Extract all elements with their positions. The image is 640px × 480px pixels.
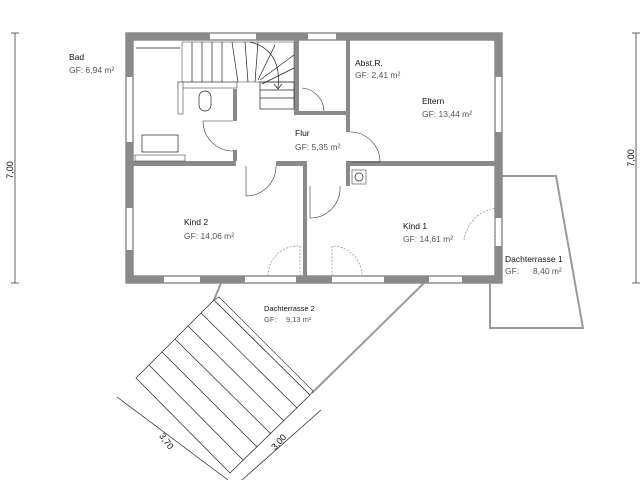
room-name: Bad	[69, 52, 84, 62]
room-dachterrasse-2: Dachterrasse 2 GF: 9,13 m²	[264, 304, 315, 324]
dachterrasse-1-outline	[489, 175, 585, 329]
room-dachterrasse-1: Dachterrasse 1 GF: 8,40 m²	[505, 254, 563, 276]
room-name: Flur	[295, 128, 310, 138]
dachterrasse-2-outline	[213, 282, 425, 394]
room-kind-2: Kind 2 GF: 14,06 m²	[184, 217, 234, 241]
outer-walls	[125, 32, 503, 284]
room-name: Dachterrasse 2	[264, 304, 315, 313]
interior-walls	[133, 40, 495, 276]
room-name: Eltern	[422, 96, 444, 106]
doors	[202, 87, 496, 277]
room-bad: Bad GF: 6,94 m²	[69, 52, 115, 75]
room-name: Abst.R.	[355, 58, 383, 68]
room-area: GF: 13,44 m²	[422, 109, 472, 119]
room-area: GF: 2,41 m²	[355, 70, 401, 80]
dimension-right: 7,00	[626, 32, 640, 284]
room-eltern: Eltern GF: 13,44 m²	[422, 96, 472, 119]
room-area: GF: 14,06 m²	[184, 231, 234, 241]
staircase	[181, 41, 295, 110]
room-flur: Flur GF: 5,35 m²	[295, 128, 341, 152]
room-name: Dachterrasse 1	[505, 254, 563, 264]
room-name: Kind 1	[403, 221, 427, 231]
room-name: Kind 2	[184, 217, 208, 227]
room-area: GF: 5,35 m²	[295, 142, 341, 152]
bathroom-fixtures	[136, 47, 212, 153]
room-abstellraum: Abst.R. GF: 2,41 m²	[355, 58, 401, 80]
dimension-label-right: 7,00	[626, 149, 636, 167]
room-area-prefix: GF:	[264, 315, 277, 324]
dimension-label-stair-width: 3,00	[269, 432, 288, 452]
room-area: 9,13 m²	[286, 315, 312, 324]
room-area: GF: 14,61 m²	[403, 234, 453, 244]
exterior-stairs	[135, 296, 314, 474]
dimension-label-stair-length: 3,70	[157, 431, 176, 451]
room-area: GF: 6,94 m²	[69, 65, 115, 75]
room-area-prefix: GF:	[505, 266, 519, 276]
chimney-icon	[351, 169, 367, 185]
dimension-label-left: 7,00	[5, 161, 15, 179]
room-kind-1: Kind 1 GF: 14,61 m²	[403, 221, 453, 244]
room-area: 8,40 m²	[533, 266, 562, 276]
dimension-left: 7,00	[5, 32, 19, 284]
